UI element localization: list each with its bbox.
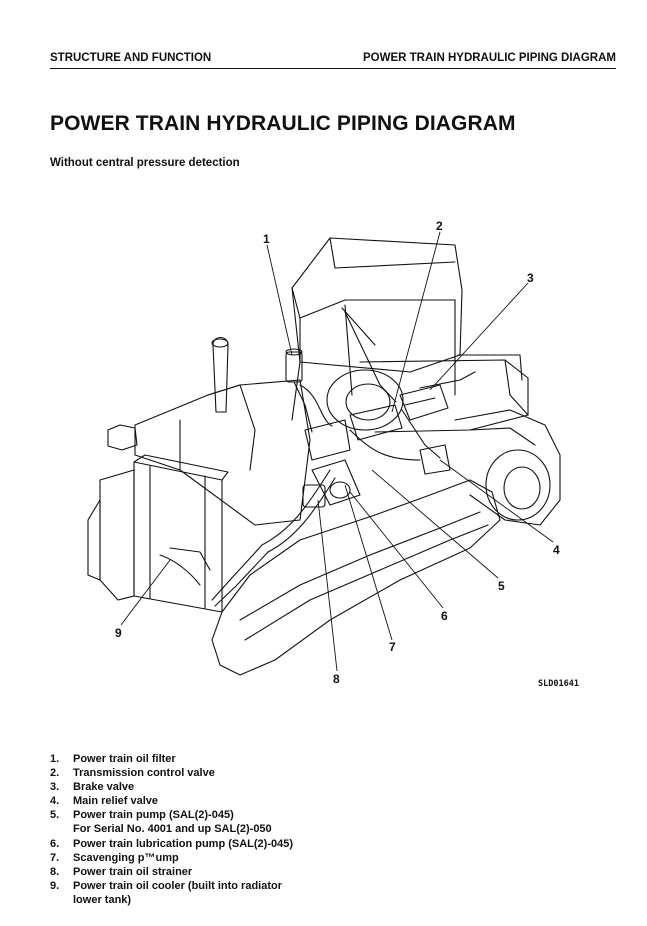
legend-item: 1. Power train oil filter bbox=[50, 752, 293, 766]
callout-1: 1 bbox=[263, 232, 270, 246]
legend-item: 7. Scavenging p™ump bbox=[50, 851, 293, 865]
callout-7: 7 bbox=[389, 640, 396, 654]
running-header: STRUCTURE AND FUNCTION POWER TRAIN HYDRA… bbox=[50, 50, 616, 69]
legend-number: 4. bbox=[50, 795, 60, 808]
legend-item: 5. Power train pump (SAL(2)-045)For Seria… bbox=[50, 808, 293, 836]
tractor-illustration bbox=[87, 237, 561, 676]
legend-text: Power train oil cooler (built into radia… bbox=[73, 879, 283, 892]
legend-text-continued: For Serial No. 4001 and up SAL(2)-050 bbox=[73, 823, 272, 836]
legend-text: Brake valve bbox=[73, 781, 135, 794]
legend-item: 6. Power train lubrication pump (SAL(2)-0… bbox=[50, 837, 293, 851]
callout-2: 2 bbox=[436, 219, 443, 233]
legend-item: 3. Brake valve bbox=[50, 780, 293, 794]
legend-number: 2. bbox=[50, 767, 60, 780]
callout-3: 3 bbox=[527, 271, 534, 285]
figure-code: SLD01641 bbox=[538, 679, 579, 689]
legend-item: 9. Power train oil cooler (built into rad… bbox=[50, 879, 293, 907]
legend-number: 3. bbox=[50, 781, 60, 794]
legend-text: Power train pump (SAL(2)-045) bbox=[73, 809, 234, 822]
legend-number: 6. bbox=[50, 837, 60, 850]
legend-number: 8. bbox=[50, 865, 60, 878]
legend-text: Power train lubrication pump (SAL(2)-045… bbox=[73, 837, 294, 850]
page-subtitle: Without central pressure detection bbox=[50, 157, 240, 169]
callout-8: 8 bbox=[333, 672, 340, 686]
legend-text: Power train oil filter bbox=[73, 753, 176, 765]
header-section-label: STRUCTURE AND FUNCTION bbox=[50, 52, 212, 64]
legend-number: 1. bbox=[50, 753, 60, 765]
legend-text: Power train oil strainer bbox=[73, 865, 193, 878]
legend-text: Main relief valve bbox=[73, 795, 158, 808]
callout-4: 4 bbox=[553, 543, 560, 557]
legend-item: 4. Main relief valve bbox=[50, 794, 293, 808]
legend-item: 8. Power train oil strainer bbox=[50, 865, 293, 879]
leader-lines bbox=[120, 231, 554, 672]
legend-text-continued: lower tank) bbox=[73, 893, 132, 906]
legend-text: Transmission control valve bbox=[73, 767, 215, 780]
page-title: POWER TRAIN HYDRAULIC PIPING DIAGRAM bbox=[50, 112, 516, 135]
callout-5: 5 bbox=[498, 579, 505, 593]
callout-9: 9 bbox=[115, 626, 122, 640]
legend-number: 7. bbox=[50, 851, 60, 864]
header-page-title: POWER TRAIN HYDRAULIC PIPING DIAGRAM bbox=[363, 52, 616, 64]
legend-number: 9. bbox=[50, 879, 60, 892]
legend-item: 2. Transmission control valve bbox=[50, 766, 293, 780]
legend-text: Scavenging p™ump bbox=[73, 851, 179, 864]
callout-6: 6 bbox=[441, 609, 448, 623]
legend-number: 5. bbox=[50, 809, 60, 822]
parts-legend: 1. Power train oil filter 2. Transmission … bbox=[50, 752, 293, 907]
